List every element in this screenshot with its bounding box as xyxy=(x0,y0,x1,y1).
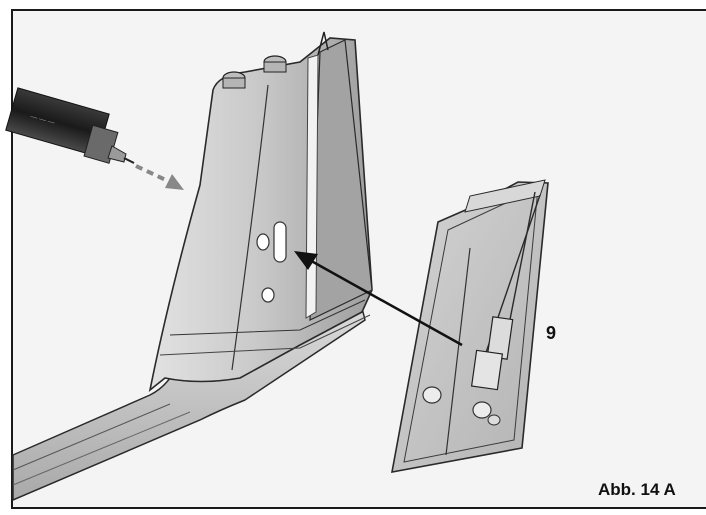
fin-panel-part xyxy=(391,179,549,473)
glue-direction-arrow xyxy=(135,164,184,190)
vertical-fin xyxy=(148,31,373,392)
part-number-label: 9 xyxy=(546,323,557,343)
glue-tube: — — — xyxy=(5,87,135,164)
figure-caption: Abb. 14 A xyxy=(598,480,676,499)
assembly-arrow xyxy=(294,251,463,347)
